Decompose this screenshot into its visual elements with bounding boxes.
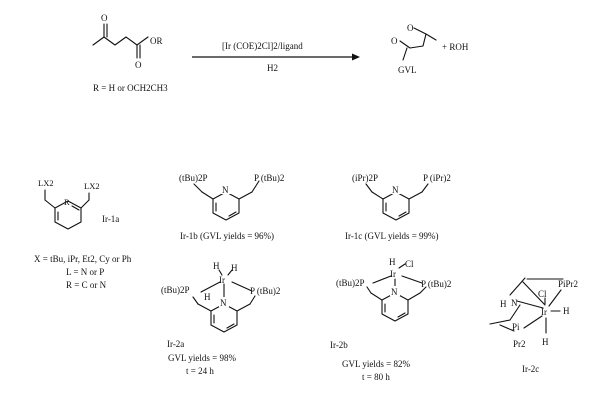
ir2b-ir: Ir (390, 269, 396, 279)
catalyst-label: [Ir (COE)2Cl]2/ligand (222, 41, 303, 51)
substituent-or: OR (150, 36, 163, 46)
ir1a-r-label: R (64, 197, 70, 207)
r-definition: R = H or OCH2CH3 (93, 83, 168, 93)
reaction-arrow (192, 53, 360, 61)
ir1a-label: Ir-1a (102, 214, 119, 224)
ir1c-left-group: (iPr)2P (352, 173, 378, 183)
ir1b-structure: N (tBu)2P P (tBu)2 (179, 173, 284, 221)
ir2a-time: t = 24 h (186, 366, 214, 376)
ir1c-n-label: N (392, 185, 399, 195)
ir1a-lx2-right: LX2 (84, 181, 100, 191)
ir1c-caption: Ir-1c (GVL yields = 99%) (345, 231, 439, 241)
ir2b-label: Ir-2b (330, 340, 348, 350)
gvl-structure: O O (391, 23, 437, 61)
ir2c-structure: Cl PiPr2 H N Ir H Pi Pr2 H (489, 277, 578, 349)
ir2a-h2: H (231, 263, 238, 273)
ir2c-pr2: Pr2 (513, 339, 526, 349)
ir2c-label: Ir-2c (522, 364, 539, 374)
ir1a-def-x: X = tBu, iPr, Et2, Cy or Ph (34, 254, 132, 264)
ir2a-ir: Ir (219, 275, 225, 285)
ir2b-h: H (389, 257, 396, 267)
ir2c-n: N (511, 298, 518, 308)
ir2a-h3: H (204, 292, 211, 302)
ir1a-lx2-left: LX2 (38, 178, 54, 188)
gvl-carbonyl-oxygen: O (407, 23, 414, 33)
ir2a-n-label: N (220, 298, 227, 308)
ir1b-right-group: P (tBu)2 (254, 173, 284, 183)
carbonyl-oxygen-ester: O (135, 60, 142, 70)
ir2a-h1: H (213, 261, 220, 271)
ir2b-n-label: N (391, 287, 398, 297)
ir1b-left-group: (tBu)2P (179, 173, 208, 183)
ir2b-left-group: (tBu)2P (336, 278, 365, 288)
ir2a-label: Ir-2a (167, 339, 184, 349)
ir2b-time: t = 80 h (362, 372, 390, 382)
ir2a-right-group: P (tBu)2 (250, 286, 280, 296)
ir2b-right-group: P (tBu)2 (421, 279, 451, 289)
ir2a-left-group: (tBu)2P (161, 285, 190, 295)
ir2c-nh-h: H (500, 299, 507, 309)
ir1a-def-r: R = C or N (66, 280, 107, 290)
ir2c-p-bottom: Pi (512, 322, 520, 332)
ir2c-h-right: H (563, 306, 570, 316)
ir2a-structure: H H Ir H N (tBu)2P P (tBu)2 (161, 261, 280, 333)
product-label: GVL (398, 65, 417, 75)
ir1b-n-label: N (222, 185, 229, 195)
ir2c-ir: Ir (541, 307, 547, 317)
ir2c-cl: Cl (538, 289, 547, 299)
byproduct-label: + ROH (442, 42, 469, 52)
ir1a-def-l: L = N or P (66, 267, 104, 277)
hydrogen-label: H2 (267, 63, 278, 73)
levulinic-ester-structure: O OR O (92, 13, 163, 70)
ir2b-yield: GVL yields = 82% (342, 359, 410, 369)
gvl-ring-oxygen: O (391, 36, 398, 46)
ir1b-caption: Ir-1b (GVL yields = 96%) (180, 231, 274, 241)
ir2b-structure: H Cl Ir N (tBu)2P P (tBu)2 (336, 257, 451, 322)
carbonyl-oxygen-ketone: O (101, 13, 108, 23)
ir2a-yield: GVL yields = 98% (168, 353, 236, 363)
ir1a-structure: LX2 LX2 R (38, 178, 100, 230)
ir1c-structure: N (iPr)2P P (iPr)2 (352, 173, 451, 221)
ir2c-h-bottom: H (542, 337, 549, 347)
ir2c-p-top: PiPr2 (558, 279, 578, 289)
ir1c-right-group: P (iPr)2 (423, 173, 451, 183)
ir2b-cl: Cl (405, 259, 414, 269)
